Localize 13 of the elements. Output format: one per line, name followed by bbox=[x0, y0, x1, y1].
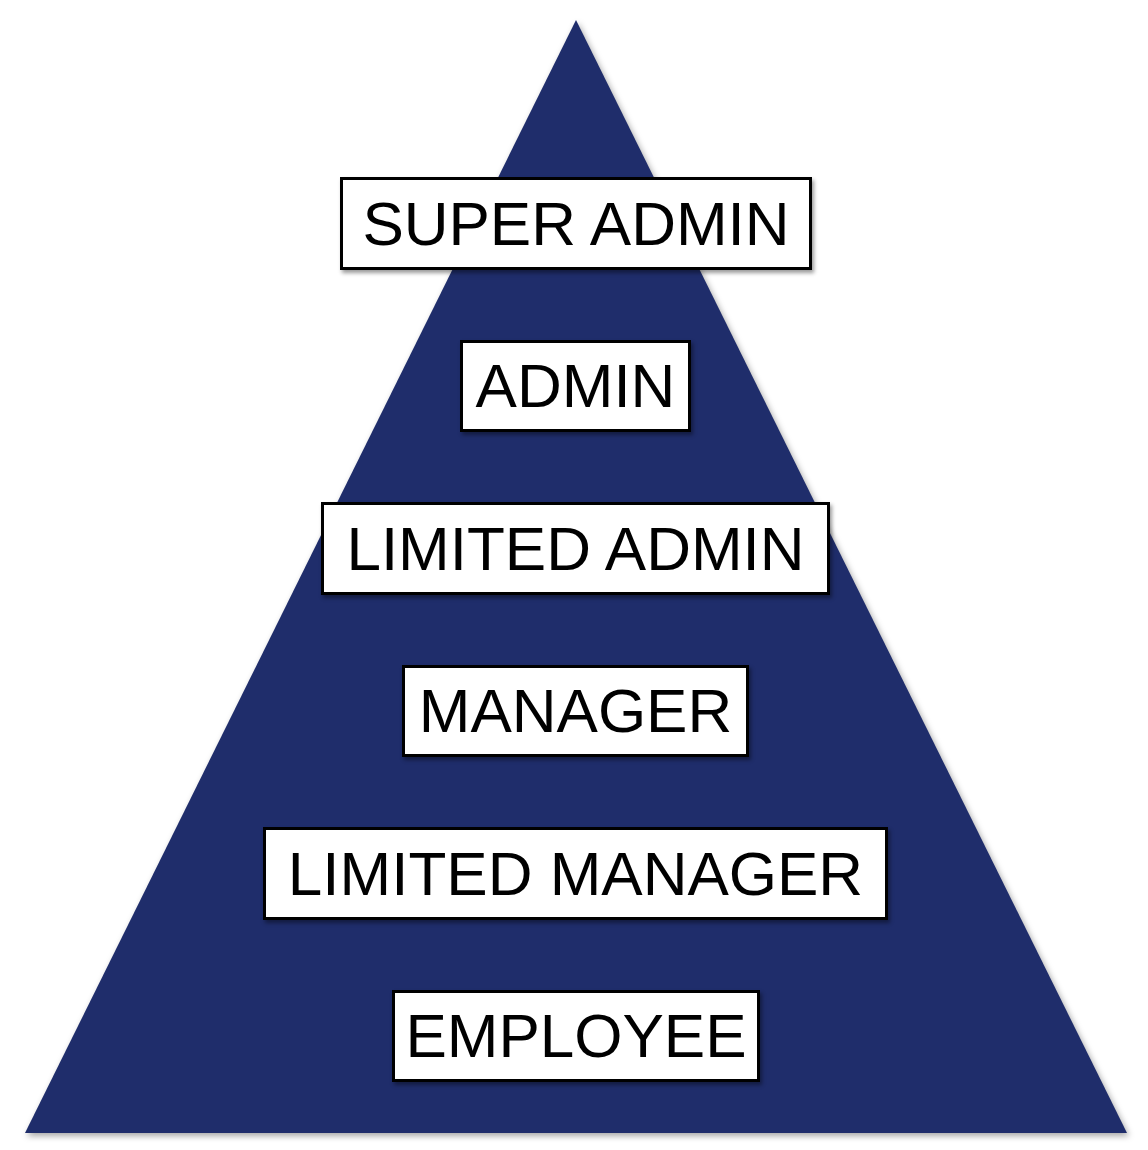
pyramid bbox=[25, 20, 1127, 1133]
role-box bbox=[402, 665, 749, 757]
role-box bbox=[340, 177, 812, 270]
role-box bbox=[392, 990, 760, 1082]
role-box bbox=[321, 502, 830, 595]
role-label: EMPLOYEE bbox=[405, 1005, 747, 1067]
role-label: SUPER ADMIN bbox=[362, 192, 790, 255]
role-box bbox=[460, 340, 691, 432]
role-label: ADMIN bbox=[475, 355, 676, 417]
role-box bbox=[263, 827, 888, 920]
role-label: LIMITED MANAGER bbox=[287, 842, 864, 905]
role-label: LIMITED ADMIN bbox=[346, 517, 805, 580]
role-label: MANAGER bbox=[418, 680, 733, 742]
